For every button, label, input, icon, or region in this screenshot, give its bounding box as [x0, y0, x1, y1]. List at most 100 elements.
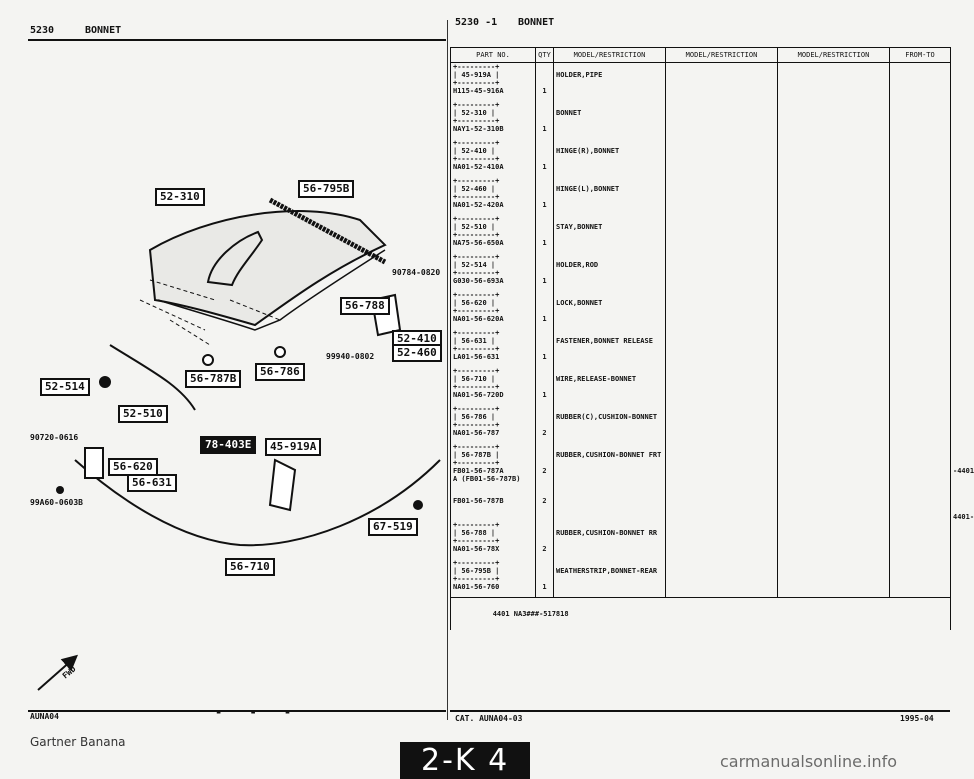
callout-78-403e: 78-403E — [200, 436, 257, 454]
description: HINGE(R),BONNET — [556, 147, 620, 155]
ref-code: | 56-787B | — [453, 451, 500, 459]
qty-cell: 1 — [535, 62, 554, 101]
qty: 1 — [542, 583, 547, 591]
description-cell: STAY,BONNET — [553, 215, 666, 253]
qty: 2 — [542, 545, 547, 553]
qty-cell: 1 — [535, 215, 554, 253]
model-cell — [889, 489, 951, 521]
ref-code: | 56-786 | — [453, 413, 496, 421]
model-cell — [665, 291, 778, 329]
model-cell — [777, 101, 890, 139]
model-cell — [777, 329, 890, 367]
description-cell: WIRE,RELEASE-BONNET — [553, 367, 666, 405]
part-no-cell: FB01-56-787B — [450, 489, 536, 521]
callout-56-710: 56-710 — [225, 558, 275, 576]
model-cell — [889, 443, 951, 489]
callout-52-310: 52-310 — [155, 188, 205, 206]
qty: 1 — [542, 353, 547, 361]
part-number: NAY1-52-310B — [453, 125, 504, 133]
exploded-diagram — [37, 197, 441, 691]
qty: 1 — [542, 315, 547, 323]
model-cell — [665, 521, 778, 559]
stay-rod-shape — [109, 344, 196, 411]
table-row: +---------+| 45-919A |+---------+H115-45… — [450, 62, 951, 101]
qty-cell: 1 — [535, 291, 554, 329]
model-cell — [665, 139, 778, 177]
description-cell: HOLDER,ROD — [553, 253, 666, 291]
description: HOLDER,ROD — [556, 261, 599, 269]
part-number: NA01-56-620A — [453, 315, 504, 323]
ref-code: | 56-710 | — [453, 375, 496, 383]
ref-code: | 52-310 | — [453, 109, 496, 117]
ref-code: | 52-410 | — [453, 147, 496, 155]
model-cell — [889, 62, 951, 101]
part-number: NA75-56-650A — [453, 239, 504, 247]
callout-56-788: 56-788 — [340, 297, 390, 315]
table-row: +---------+| 52-310 |+---------+NAY1-52-… — [450, 101, 951, 139]
callout-52-514: 52-514 — [40, 378, 90, 396]
model-cell — [665, 405, 778, 443]
qty: 1 — [542, 239, 547, 247]
part-label-99940-0802: 99940-0802 — [326, 352, 375, 361]
model-cell — [889, 177, 951, 215]
model-cell — [665, 62, 778, 101]
from-to: -4401 — [953, 467, 974, 475]
ref-code: | 56-795B | — [453, 567, 500, 575]
table-row: +---------+| 56-786 |+---------+NA01-56-… — [450, 405, 951, 443]
table-row: +---------+| 52-410 |+---------+NA01-52-… — [450, 139, 951, 177]
table-row: +---------+| 56-788 |+---------+NA01-56-… — [450, 521, 951, 559]
model-cell — [777, 139, 890, 177]
part-label-90720-0616: 90720-0616 — [30, 433, 79, 442]
model-cell — [777, 489, 890, 521]
left-header-rule — [28, 39, 446, 41]
description: FASTENER,BONNET RELEASE — [556, 337, 653, 345]
qty-cell: 2 — [535, 443, 554, 489]
description-cell: RUBBER,CUSHION-BONNET RR — [553, 521, 666, 559]
part-number: LA01-56-631 — [453, 353, 500, 361]
qty-cell: 1 — [535, 101, 554, 139]
alt-part-number: A (FB01-56-787B) — [453, 475, 521, 483]
ref-code: | 52-460 | — [453, 185, 496, 193]
part-no-cell: +---------+| 56-787B |+---------+FB01-56… — [450, 443, 536, 489]
table-header-row: PART NO. QTY MODEL/RESTRICTION MODEL/RES… — [450, 47, 951, 63]
right-footer-rule — [450, 710, 950, 712]
qty: 1 — [542, 277, 547, 285]
table-row: +---------+| 56-620 |+---------+NA01-56-… — [450, 291, 951, 329]
model-cell — [889, 253, 951, 291]
part-no-cell: +---------+| 45-919A |+---------+H115-45… — [450, 62, 536, 101]
parts-table: PART NO. QTY MODEL/RESTRICTION MODEL/RES… — [450, 47, 974, 630]
qty: 1 — [542, 87, 547, 95]
model-cell — [777, 253, 890, 291]
part-number: NA01-52-410A — [453, 163, 504, 171]
page-divider — [447, 20, 448, 720]
model-cell — [777, 215, 890, 253]
model-cell — [777, 443, 890, 489]
table-row: +---------+| 56-795B |+---------+NA01-56… — [450, 559, 951, 598]
part-no-cell: +---------+| 52-514 |+---------+G030-56-… — [450, 253, 536, 291]
model-cell — [777, 291, 890, 329]
model-cell — [777, 62, 890, 101]
ref-code: | 45-919A | — [453, 71, 500, 79]
description-cell: LOCK,BONNET — [553, 291, 666, 329]
right-section-code: 5230 -1 — [455, 17, 498, 28]
model-cell — [889, 367, 951, 405]
qty-cell: 2 — [535, 489, 554, 521]
watermark-left: Gartner Banana — [30, 735, 126, 749]
qty: 1 — [542, 391, 547, 399]
footnote: 4401 NA3###-517818 — [492, 610, 569, 618]
description: WEATHERSTRIP,BONNET-REAR — [556, 567, 658, 575]
description-cell: RUBBER(C),CUSHION-BONNET — [553, 405, 666, 443]
description: BONNET — [556, 109, 582, 117]
description: HOLDER,PIPE — [556, 71, 603, 79]
description: WIRE,RELEASE-BONNET — [556, 375, 637, 383]
page-marker: 2-K 4 — [421, 743, 510, 778]
description: LOCK,BONNET — [556, 299, 603, 307]
callout-67-519: 67-519 — [368, 518, 418, 536]
part-number: FB01-56-787A — [453, 467, 504, 475]
model-cell — [665, 329, 778, 367]
col-model-1: MODEL/RESTRICTION — [553, 47, 666, 63]
part-no-cell: +---------+| 56-710 |+---------+NA01-56-… — [450, 367, 536, 405]
table-row: +---------+| 56-710 |+---------+NA01-56-… — [450, 367, 951, 405]
description: RUBBER(C),CUSHION-BONNET — [556, 413, 658, 421]
